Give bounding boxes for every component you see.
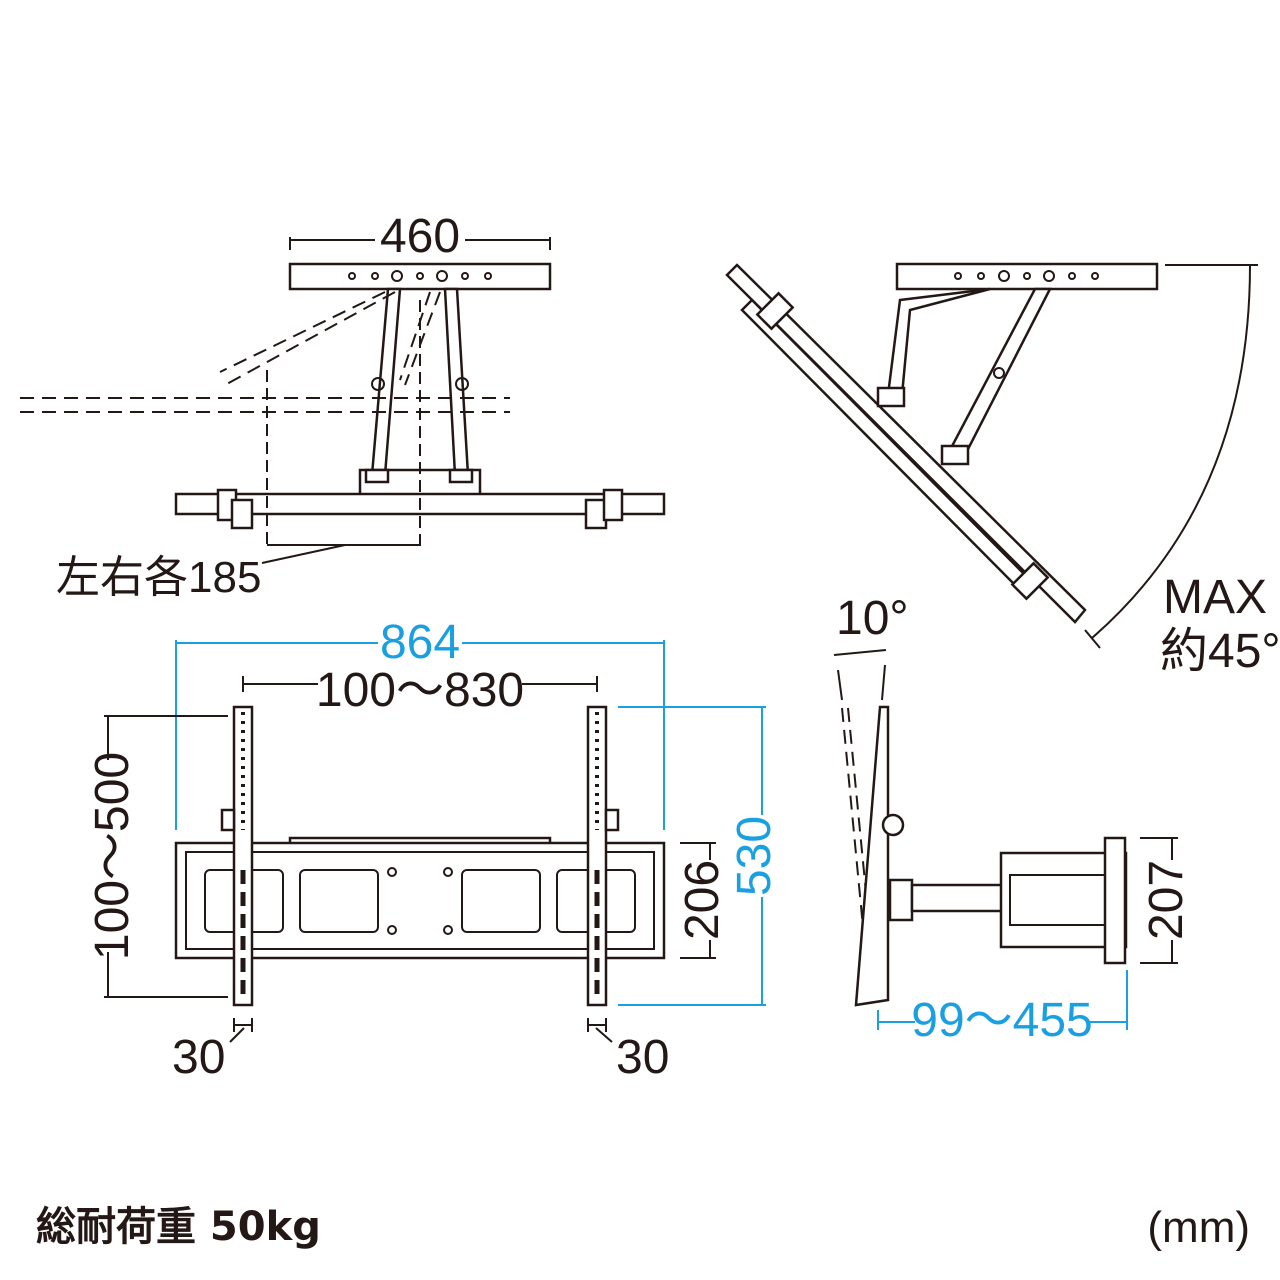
overall-height-label: 530: [728, 816, 781, 896]
profile-view: 10° 207 99〜455: [833, 592, 1193, 1047]
depth-range-label: 99〜455: [911, 994, 1092, 1047]
swing-label: 左右各185: [56, 553, 261, 602]
vesa-horizontal-label: 100〜830: [316, 664, 524, 717]
tilt-angle-label: 10°: [836, 592, 909, 645]
bracket-width-left-label: 30: [172, 1031, 225, 1084]
unit-label: (mm): [1147, 1203, 1250, 1252]
top-view: 460 左右各185: [20, 210, 666, 602]
front-view: 864 100〜830 100〜500 206 530 30 30: [86, 616, 781, 1084]
bracket-width-right-label: 30: [616, 1031, 669, 1084]
wall-plate-height-label: 207: [1140, 860, 1193, 940]
overall-width-label: 864: [380, 616, 460, 669]
tilt-view: MAX 約45°: [725, 262, 1280, 678]
top-width-label: 460: [380, 210, 460, 263]
plate-height-label: 206: [676, 860, 729, 940]
max-label: MAX: [1163, 571, 1267, 624]
max-load-label: 総耐荷重 50kg: [36, 1204, 321, 1250]
vesa-vertical-label: 100〜500: [86, 752, 139, 960]
max-angle-label: 約45°: [1160, 625, 1280, 678]
